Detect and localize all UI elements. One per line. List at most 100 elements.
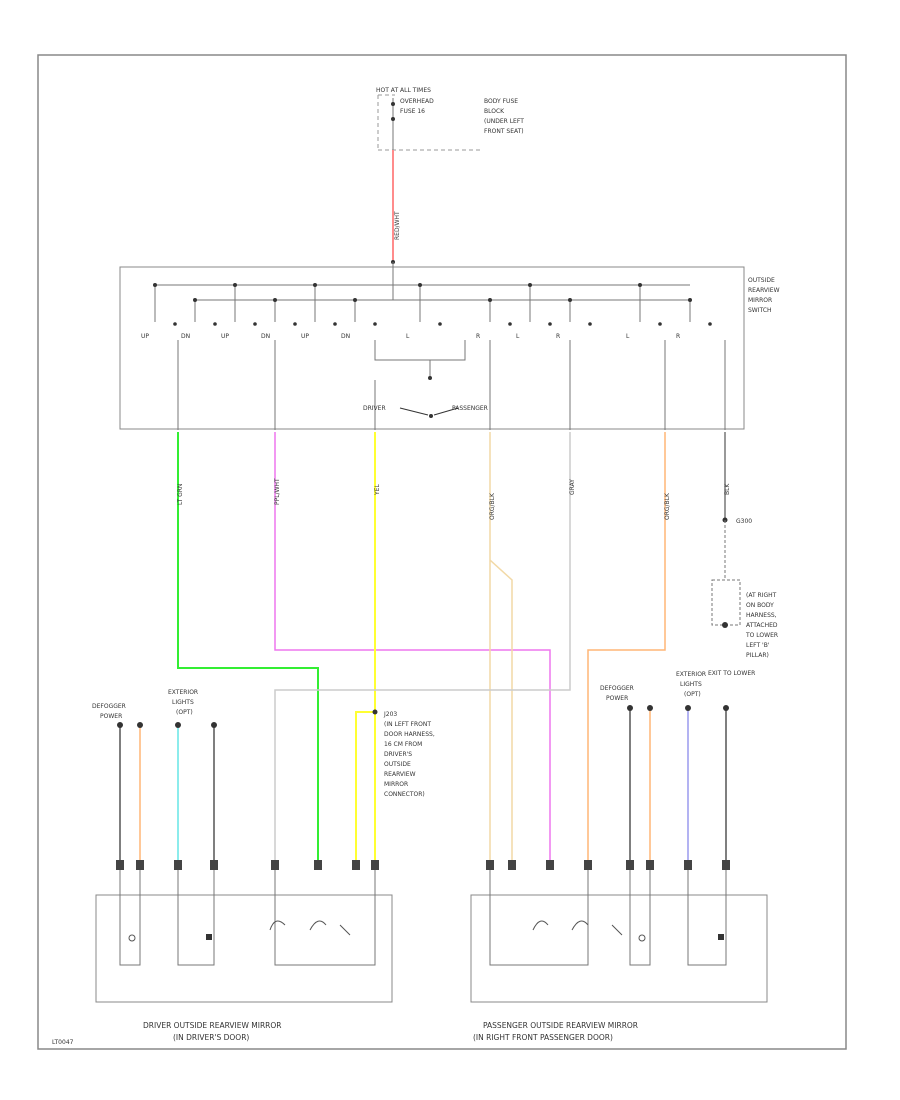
splice-label-3: DOOR HARNESS,: [384, 731, 435, 738]
splice-j203: J203 (IN LEFT FRONT DOOR HARNESS, 16 CM …: [372, 709, 435, 798]
switch-contact-label: L: [626, 333, 630, 340]
switch-contact-label: DN: [261, 333, 270, 340]
right-defogger-2: POWER: [606, 695, 628, 702]
power-line-1: HOT AT ALL TIMES: [376, 87, 431, 94]
connector-pin: [626, 860, 634, 870]
connector-pins: [116, 860, 730, 870]
power-right-3: (UNDER LEFT: [484, 118, 524, 125]
ground-text-6: LEFT 'B': [746, 642, 770, 649]
ground-text-4: ATTACHED: [746, 622, 778, 629]
switch-contact-pin: [708, 322, 712, 326]
connector-pin: [271, 860, 279, 870]
terminal-left-4: [211, 722, 217, 728]
wire-gray: [274, 432, 571, 860]
passenger-mirror-internal: [489, 868, 727, 966]
ground-g1: G300: [736, 518, 752, 525]
switch-contact-dot: [688, 298, 692, 302]
switch-contact-label: DN: [181, 333, 190, 340]
splice-label-6: OUTSIDE: [384, 761, 411, 768]
selector-pivot: [428, 376, 432, 380]
switch-contact-pin: [658, 322, 662, 326]
switch-contact-pin: [173, 322, 177, 326]
driver-caption-2: (IN DRIVER'S DOOR): [173, 1033, 249, 1042]
ground-connector: [711, 520, 741, 626]
connector-pin: [584, 860, 592, 870]
label-lt-grn: LT GRN: [177, 484, 184, 505]
switch-contact-label: L: [516, 333, 520, 340]
switch-contact-pin: [293, 322, 297, 326]
terminal-left-2: [137, 722, 143, 728]
passenger-mirror-group: DEFOGGER POWER EXTERIOR LIGHTS (OPT) PAS…: [470, 671, 768, 1042]
terminal-right-3: [685, 705, 691, 711]
switch-contact-pin: [438, 322, 442, 326]
connector-pin: [371, 860, 379, 870]
connector-pin: [314, 860, 322, 870]
driver-mirror-internal: [119, 868, 376, 966]
wire-yellow: [355, 432, 376, 860]
connector-pin: [508, 860, 516, 870]
passenger-caption-2: (IN RIGHT FRONT PASSENGER DOOR): [473, 1033, 613, 1042]
switch-contact-dot: [638, 283, 642, 287]
wire-label-red: RED/WHT: [394, 211, 401, 240]
connector-pin: [352, 860, 360, 870]
selector-passenger-label: PASSENGER: [452, 405, 488, 412]
switch-label-4: SWITCH: [748, 307, 772, 314]
switch-contact-dot: [528, 283, 532, 287]
switch-contact-dot: [353, 298, 357, 302]
label-org-blk: ORG/BLK: [489, 492, 496, 520]
switch-contact-label: R: [556, 333, 560, 340]
right-defogger-1: DEFOGGER: [600, 685, 634, 692]
switch-contact-label: L: [406, 333, 410, 340]
ground-text-2: ON BODY: [746, 602, 774, 609]
switch-contact-dot: [568, 298, 572, 302]
switch-contact-label: R: [676, 333, 680, 340]
right-exterior-1: EXTERIOR: [676, 671, 706, 678]
selector-arrows: [399, 407, 459, 416]
splice-label-5: DRIVER'S: [384, 751, 412, 758]
splice-label-1: J203: [383, 711, 397, 718]
switch-contact-label: UP: [141, 333, 149, 340]
power-right-1: BODY FUSE: [484, 98, 518, 105]
passenger-caption-1: PASSENGER OUTSIDE REARVIEW MIRROR: [483, 1021, 638, 1030]
left-exterior-3: (OPT): [176, 709, 193, 716]
wire-lt-grn: [177, 432, 319, 860]
label-yellow: YEL: [374, 484, 381, 496]
ground-text-5: TO LOWER: [745, 632, 778, 639]
switch-contact-pin: [253, 322, 257, 326]
driver-mirror-group: DEFOGGER POWER EXTERIOR LIGHTS (OPT) DRI…: [92, 689, 393, 1042]
passenger-mirror-box: [470, 894, 768, 1003]
wire-org-blk: [489, 432, 513, 860]
driver-caption-1: DRIVER OUTSIDE REARVIEW MIRROR: [143, 1021, 282, 1030]
ground-text-1: (AT RIGHT: [746, 592, 777, 599]
connector-pin: [116, 860, 124, 870]
switch-contact-pin: [508, 322, 512, 326]
switch-contact-pin: [333, 322, 337, 326]
switch-contact-pin: [373, 322, 377, 326]
splice-label-7: REARVIEW: [384, 771, 416, 778]
switch-label-3: MIRROR: [748, 297, 772, 304]
power-right-2: BLOCK: [484, 108, 505, 115]
driver-heater-symbol: [128, 934, 136, 942]
driver-motor-symbols: [269, 920, 351, 936]
harness-wires: LT GRN PPL/WHT YEL ORG/BLK GRAY ORG/BLK …: [177, 432, 778, 860]
connector-pin: [546, 860, 554, 870]
label-orange: ORG/BLK: [664, 492, 671, 520]
label-gray: GRAY: [569, 479, 576, 495]
connector-pin: [722, 860, 730, 870]
driver-mirror-box: [95, 894, 393, 1003]
switch-contact-pin: [588, 322, 592, 326]
splice-label-2: (IN LEFT FRONT: [384, 721, 431, 728]
switch-contact-dot: [313, 283, 317, 287]
switch-contact-label: UP: [301, 333, 309, 340]
connector-pin: [136, 860, 144, 870]
connector-pin: [174, 860, 182, 870]
terminal-left-3: [175, 722, 181, 728]
left-exterior-1: EXTERIOR: [168, 689, 198, 696]
fuse-terminal-bottom: [391, 117, 395, 121]
switch-label-1: OUTSIDE: [748, 277, 775, 284]
fuse-terminal-top: [391, 102, 395, 106]
switch-contact-label: UP: [221, 333, 229, 340]
switch-contact-pin: [548, 322, 552, 326]
